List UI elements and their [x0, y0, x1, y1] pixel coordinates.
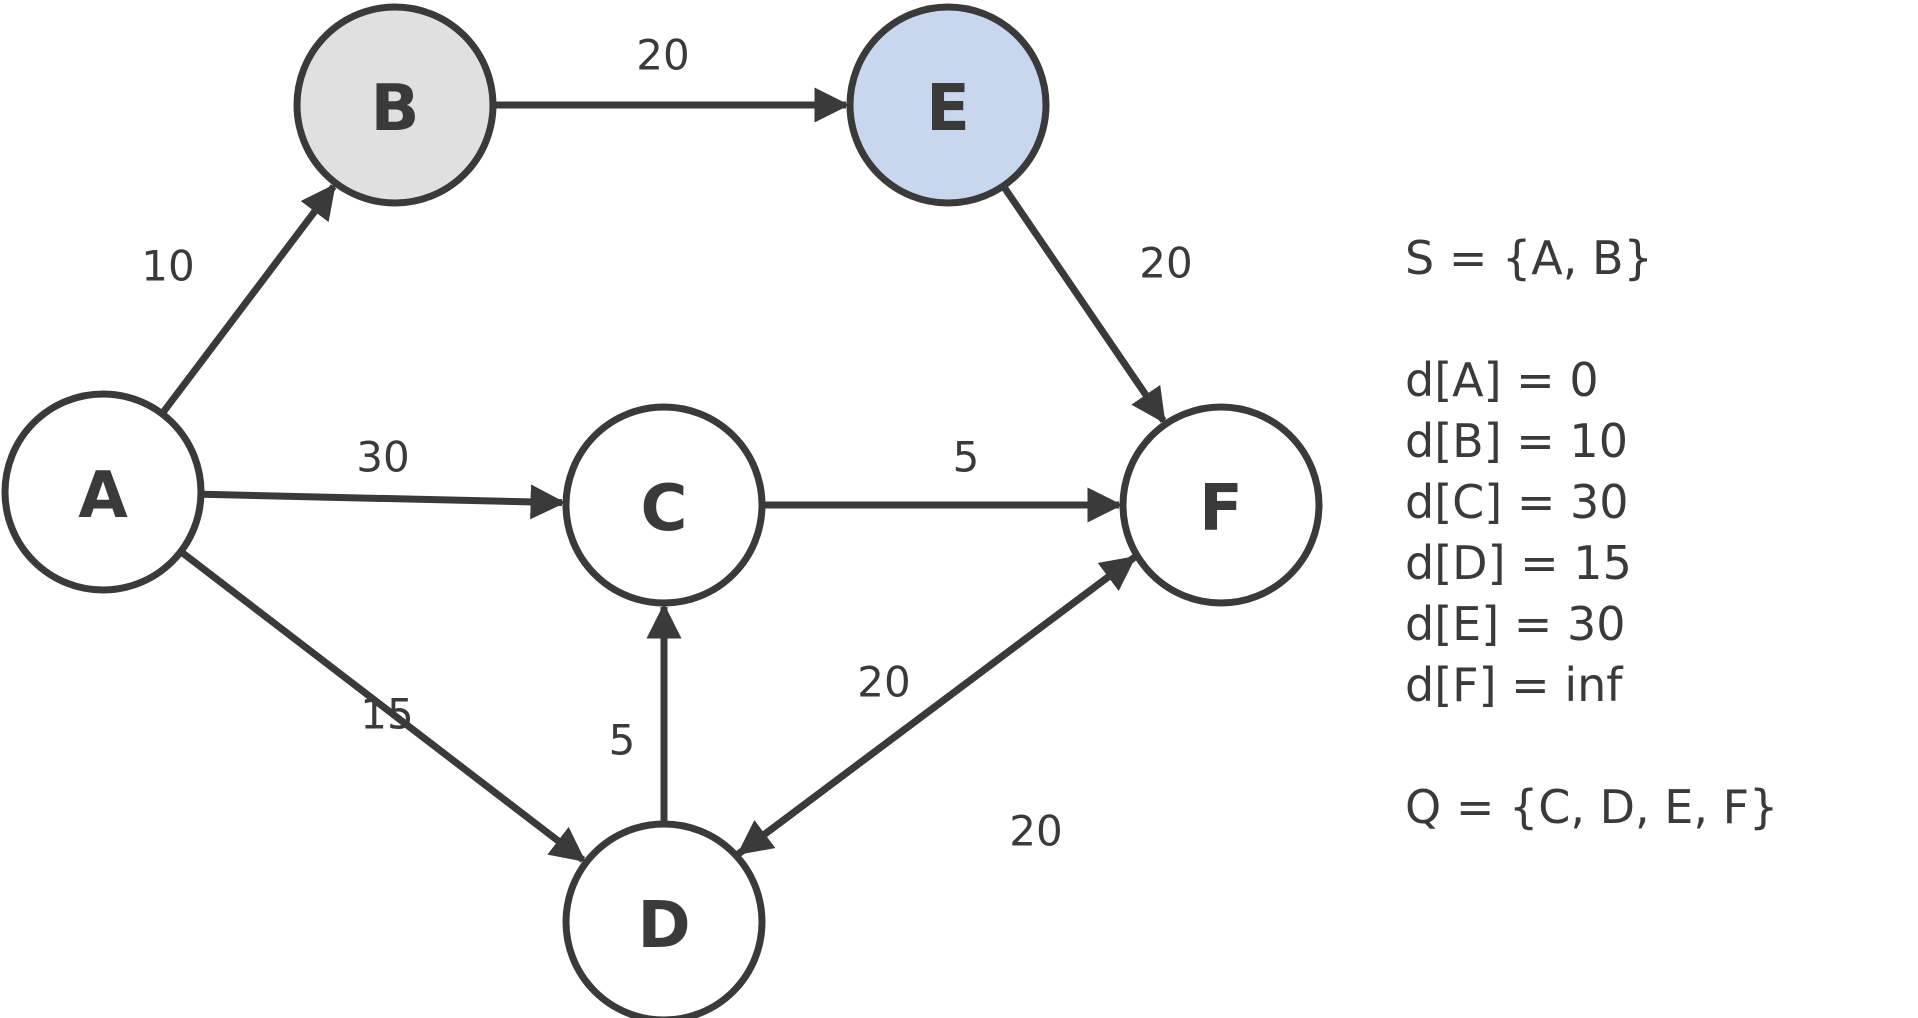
edge-labels-layer: 10 30 15 20 5 20 5 20 20 — [141, 31, 1192, 856]
distance-a: d[A] = 0 — [1405, 353, 1599, 407]
edge-weight-a-b: 10 — [141, 242, 194, 291]
node-label-b: B — [371, 72, 420, 146]
edge-weight-d-f: 20 — [857, 658, 910, 707]
node-b: B — [293, 3, 497, 207]
distance-e: d[E] = 30 — [1405, 597, 1626, 651]
edge-weight-e-f: 20 — [1139, 239, 1192, 288]
edge-weight-d-c: 5 — [609, 716, 636, 765]
spacer — [1405, 289, 1905, 350]
node-label-a: A — [78, 459, 128, 533]
distance-b: d[B] = 10 — [1405, 414, 1628, 468]
edge-weight-a-c: 30 — [356, 433, 409, 482]
distance-d: d[D] = 15 — [1405, 536, 1632, 590]
node-e: E — [846, 3, 1050, 207]
node-a: A — [1, 390, 205, 594]
node-f: F — [1119, 403, 1323, 607]
queue-set: Q = {C, D, E, F} — [1405, 780, 1779, 834]
edge-weight-f-d: 20 — [1009, 807, 1062, 856]
node-label-c: C — [641, 472, 688, 546]
edges-layer — [160, 87, 1167, 863]
settled-set: S = {A, B} — [1405, 231, 1653, 285]
edge-a-d — [180, 550, 586, 863]
node-label-f: F — [1199, 472, 1243, 546]
algorithm-state-panel: S = {A, B} d[A] = 0 d[B] = 10 d[C] = 30 … — [1405, 228, 1905, 838]
node-d: D — [562, 820, 766, 1018]
edge-a-b — [160, 183, 337, 415]
node-circle-c — [562, 403, 766, 607]
node-circle-f — [1119, 403, 1323, 607]
node-label-e: E — [926, 72, 970, 146]
nodes-layer: A B C D E F — [1, 3, 1323, 1018]
node-circle-e — [846, 3, 1050, 207]
node-circle-b — [293, 3, 497, 207]
node-label-d: D — [637, 889, 690, 963]
edge-f-d — [736, 554, 1138, 856]
edge-weight-c-f: 5 — [953, 433, 980, 482]
distance-f: d[F] = inf — [1405, 658, 1623, 712]
spacer — [1405, 716, 1905, 777]
edge-weight-a-d: 15 — [360, 690, 413, 739]
edge-a-c — [202, 484, 566, 520]
edge-weight-b-e: 20 — [636, 31, 689, 80]
node-c: C — [562, 403, 766, 607]
node-circle-a — [1, 390, 205, 594]
distance-c: d[C] = 30 — [1405, 475, 1629, 529]
node-circle-d — [562, 820, 766, 1018]
edge-e-f — [1001, 185, 1167, 424]
